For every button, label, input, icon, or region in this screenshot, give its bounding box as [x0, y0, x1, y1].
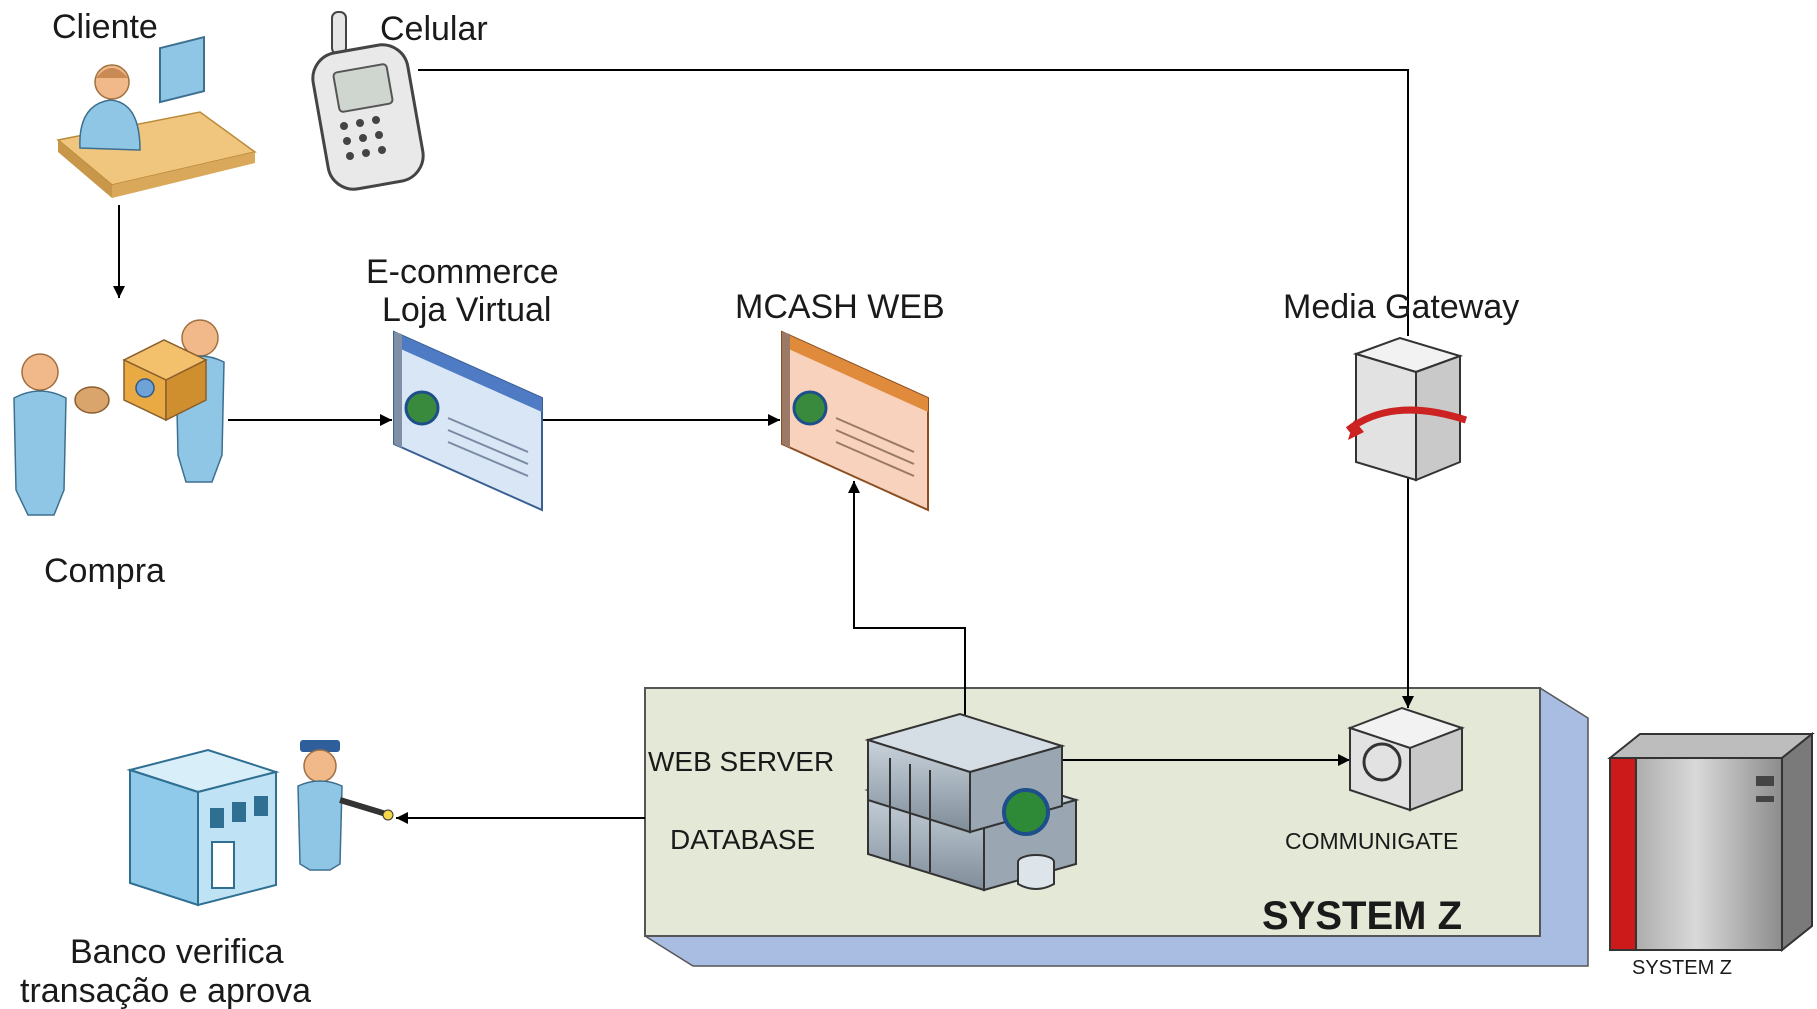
media-gateway-icon [1345, 336, 1468, 482]
cell-phone-icon [311, 11, 425, 191]
system-z-box-title: SYSTEM Z [1262, 894, 1462, 938]
bank-label-line1: Banco verifica [70, 933, 284, 971]
mcash-window-icon [781, 330, 929, 512]
arrow-webserver-to-mcash [848, 481, 966, 715]
web-server-icon [864, 712, 1066, 836]
system-z-machine-label: SYSTEM Z [1632, 957, 1732, 979]
phone-label: Celular [380, 10, 488, 48]
communigate-icon [1347, 706, 1465, 812]
bank-building-icon [126, 748, 280, 907]
ecommerce-label-line2: Loja Virtual [382, 291, 552, 329]
line-phone-to-gateway [418, 69, 1409, 336]
purchase-label: Compra [44, 552, 165, 590]
communigate-label: COMMUNIGATE [1285, 828, 1458, 854]
bank-guard-icon [297, 740, 394, 871]
purchase-people-icon [13, 319, 225, 516]
mainframe-icon [1607, 731, 1815, 953]
client-label: Cliente [52, 8, 158, 46]
web-server-label: WEB SERVER [648, 746, 834, 777]
bank-label-line2: transação e aprova [20, 972, 311, 1009]
media-gateway-label: Media Gateway [1283, 288, 1519, 326]
connectors [113, 69, 1414, 824]
ecommerce-window-icon [393, 330, 543, 512]
client-desk-icon [56, 35, 257, 198]
mcash-label: MCASH WEB [735, 288, 945, 326]
ecommerce-label-line1: E-commerce [366, 253, 559, 291]
database-label: DATABASE [670, 824, 815, 855]
